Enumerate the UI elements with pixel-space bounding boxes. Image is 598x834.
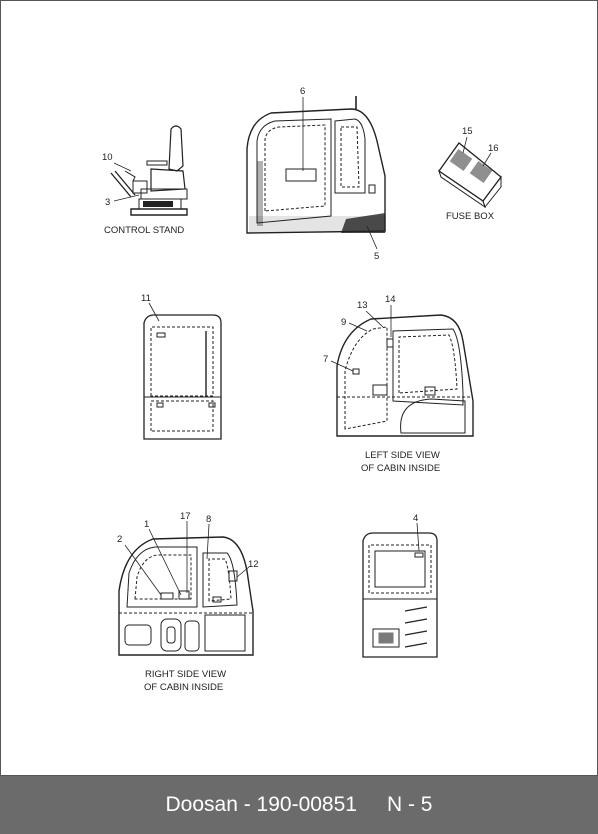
callout-8: 8	[206, 514, 211, 525]
footer-brand-part: Doosan - 190-00851	[165, 793, 357, 816]
callout-5: 5	[374, 251, 379, 262]
label-control-stand: CONTROL STAND	[104, 225, 184, 236]
fuse-box-figure	[438, 136, 502, 209]
callout-10: 10	[102, 152, 113, 163]
cabin-front-view-figure	[362, 522, 438, 658]
callout-3: 3	[105, 197, 110, 208]
control-stand-figure	[110, 125, 188, 216]
label-fuse-box: FUSE BOX	[446, 211, 495, 222]
callout-4: 4	[413, 513, 418, 524]
callout-14: 14	[385, 294, 396, 305]
callout-1: 1	[144, 519, 149, 530]
cabin-exterior-figure	[246, 96, 386, 250]
callout-2: 2	[117, 534, 122, 545]
callout-11: 11	[141, 293, 151, 304]
callout-16: 16	[488, 143, 499, 154]
cabin-rear-view-figure	[143, 302, 222, 440]
label-left-view-line2: OF CABIN INSIDE	[361, 463, 440, 474]
callout-15: 15	[462, 126, 473, 137]
callout-9: 9	[341, 317, 346, 328]
cabin-left-view-figure	[330, 305, 474, 437]
label-left-view-line1: LEFT SIDE VIEW	[365, 450, 440, 461]
diagram-sheet: 10 3 CONTROL STAND 6 5 15 16 FUSE BOX	[0, 0, 598, 776]
callout-7: 7	[323, 354, 328, 365]
callout-13: 13	[357, 300, 368, 311]
cabin-right-view-figure	[118, 521, 254, 656]
decal-location-drawing: 10 3 CONTROL STAND 6 5 15 16 FUSE BOX	[102, 86, 502, 693]
label-right-view-line1: RIGHT SIDE VIEW	[145, 669, 226, 680]
label-right-view-line2: OF CABIN INSIDE	[144, 682, 223, 693]
callout-12: 12	[248, 559, 259, 570]
callout-6: 6	[300, 86, 305, 97]
page-footer: Doosan - 190-00851 N - 5	[0, 776, 598, 834]
footer-page-number: N - 5	[386, 793, 433, 816]
callout-17: 17	[180, 511, 191, 522]
